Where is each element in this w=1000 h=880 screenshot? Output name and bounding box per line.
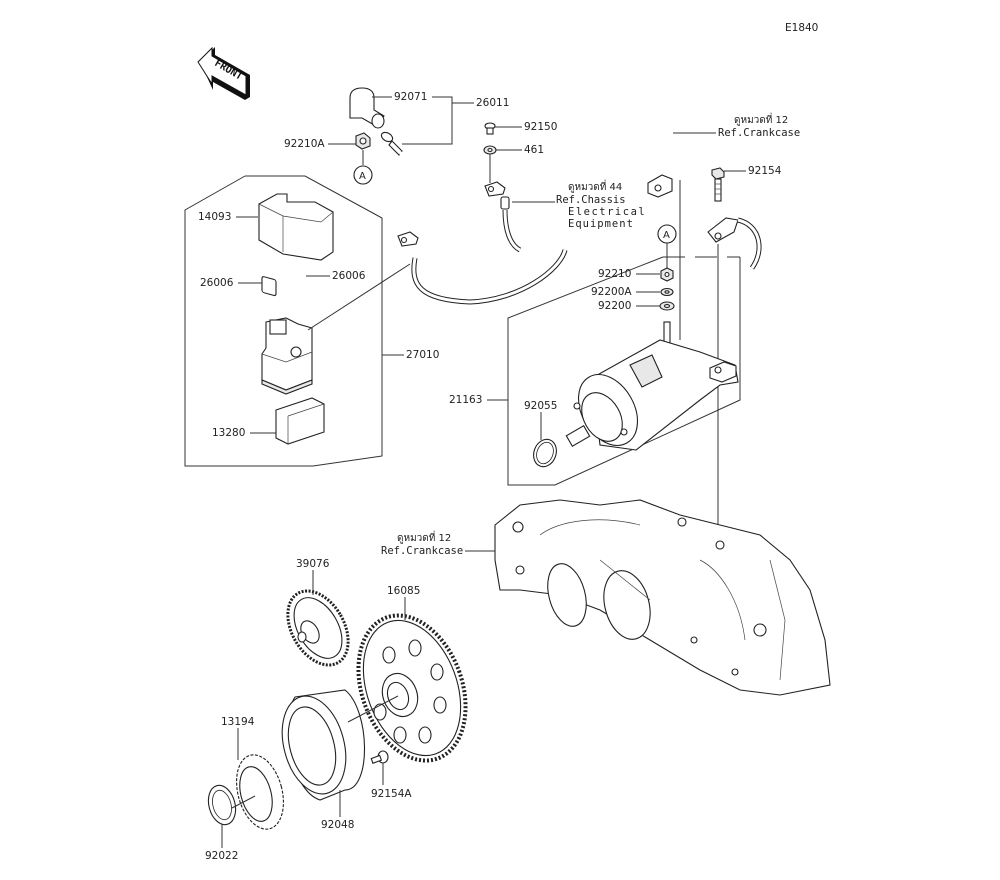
callout-92022[interactable]: 92022 [205,850,239,862]
part-92154-bolt [711,167,725,202]
leader-lines [221,96,746,848]
callout-21163[interactable]: 21163 [449,394,483,406]
callout-92048[interactable]: 92048 [321,819,355,831]
ref-chassis-thai: ดูหมวดที่ 44 [568,182,623,193]
callout-92071[interactable]: 92071 [394,91,428,103]
callout-92055[interactable]: 92055 [524,400,558,412]
callout-26006-right[interactable]: 26006 [332,270,366,282]
ref-chassis-electrical[interactable]: ดูหมวดที่ 44 Ref.Chassis Electrical Equi… [556,182,646,230]
ref-chassis-line1: Ref.Chassis [556,194,626,206]
diagram-code: E1840 [785,22,819,34]
callout-16085[interactable]: 16085 [387,585,421,597]
ref-marker-a: A [359,171,366,182]
part-92150-bolt [484,122,496,135]
ref-chassis-line2: Electrical [568,206,647,218]
part-26006-fuse-b [261,276,277,297]
callout-92210A[interactable]: 92210A [284,138,325,150]
part-92154A-bolt [370,750,389,764]
part-92048-clutch-housing [281,689,366,801]
part-16085-gear [356,613,468,763]
part-92210A-nut: A [353,132,373,185]
part-92200-washer [659,301,675,311]
ref-crankcase-top-line1: Ref.Crankcase [718,127,801,139]
part-92071-boot [349,87,385,129]
ref-marker-a-circle [353,165,373,185]
ref-crankcase-mid-thai: ดูหมวดที่ 12 [397,533,452,544]
ref-crankcase-mid-line1: Ref.Crankcase [381,545,464,557]
callout-39076[interactable]: 39076 [296,558,330,570]
callout-13194[interactable]: 13194 [221,716,255,728]
callout-461[interactable]: 461 [524,144,545,156]
starter-group-frame [507,256,741,486]
crankcase [494,499,831,696]
part-21163-starter-motor [565,339,739,451]
relay-group-frame [184,175,383,467]
ref-chassis-line3: Equipment [568,218,634,230]
ref-marker-a-2: A [663,230,670,241]
callout-92210[interactable]: 92210 [598,268,632,280]
part-92200A-washer [660,287,674,297]
callout-27010[interactable]: 27010 [406,349,440,361]
callout-92200[interactable]: 92200 [598,300,632,312]
callout-92200A[interactable]: 92200A [591,286,632,298]
part-92210-nut [660,267,674,282]
part-461-washer [483,145,497,183]
callout-92154[interactable]: 92154 [748,165,782,177]
part-26011-cable [380,131,568,305]
part-27010-relay [261,317,313,395]
ref-crankcase-mid[interactable]: ดูหมวดที่ 12 Ref.Crankcase [381,533,463,557]
part-13280-boot [275,397,325,445]
callout-92150[interactable]: 92150 [524,121,558,133]
part-92022-washer [207,784,237,826]
part-39076-gear [286,589,350,667]
part-13194-one-way-clutch [236,754,284,830]
ref-crankcase-top-thai: ดูหมวดที่ 12 [734,115,789,126]
callout-92154A[interactable]: 92154A [371,788,412,800]
callout-13280[interactable]: 13280 [212,427,246,439]
front-arrow-icon: FRONT [197,46,250,100]
callout-26006-left[interactable]: 26006 [200,277,234,289]
part-14093-cover [258,193,334,261]
ref-crankcase-top[interactable]: ดูหมวดที่ 12 Ref.Crankcase [718,115,800,139]
callout-14093[interactable]: 14093 [198,211,232,223]
callout-26011[interactable]: 26011 [476,97,510,109]
stud-bolt [663,321,671,345]
